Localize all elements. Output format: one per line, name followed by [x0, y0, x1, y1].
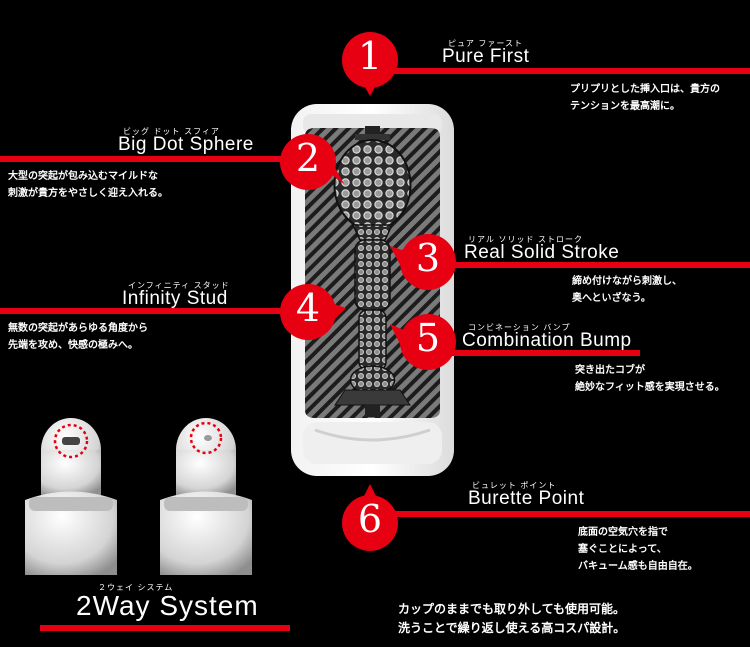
feature-2-desc: 大型の突起が包み込むマイルドな刺激が貴方をやさしく迎え入れる。	[8, 171, 168, 199]
leader-line-5	[445, 350, 640, 356]
leader-line-6	[390, 511, 750, 517]
badge-number-5: 5	[415, 316, 441, 360]
product-photo-right	[160, 418, 252, 575]
feature-1-title: Pure First	[442, 46, 530, 67]
badge-pin-5	[390, 314, 456, 370]
badge-number-1: 1	[357, 34, 383, 78]
product-cross-section	[291, 104, 454, 476]
product-photo-left	[25, 418, 117, 575]
badge-number-6: 6	[357, 497, 383, 541]
badge-pin-2	[280, 134, 344, 190]
feature-3-ruby: リアル ソリッド ストローク	[468, 235, 584, 244]
feature-4-ruby: インフィニティ スタッド	[128, 281, 230, 290]
twoway-desc: カップのままでも取り外しても使用可能。洗うことで繰り返し使える高コスパ設計。	[398, 602, 626, 635]
badge-pin-4	[280, 284, 346, 340]
feature-5-desc: 突き出たコブが絶妙なフィット感を実現させる。	[575, 365, 725, 393]
badge-pin-3	[390, 234, 456, 290]
leader-line-twoway	[40, 625, 290, 631]
twoway-title: 2Way System	[76, 590, 259, 621]
leader-line-3	[430, 262, 750, 268]
feature-4-title: Infinity Stud	[122, 288, 228, 309]
feature-2-title: Big Dot Sphere	[118, 134, 254, 155]
leader-line-2	[0, 156, 290, 162]
leader-line-1	[390, 68, 750, 74]
badge-pin-6	[342, 484, 398, 551]
badge-number-3: 3	[415, 236, 441, 280]
feature-1-ruby: ピュア ファースト	[448, 39, 523, 48]
feature-3-desc: 締め付けながら刺激し、奥へといざなう。	[572, 276, 682, 304]
feature-1-desc: プリプリとした挿入口は、貴方のテンションを最高潮に。	[570, 84, 720, 112]
feature-5-title: Combination Bump	[462, 330, 632, 351]
feature-3-title: Real Solid Stroke	[464, 242, 620, 263]
badge-number-2: 2	[295, 136, 321, 180]
badge-pin-1	[342, 32, 398, 96]
badge-number-4: 4	[295, 286, 321, 330]
feature-2-ruby: ビッグ ドット スフィア	[123, 127, 220, 136]
feature-6-ruby: ビュレット ポイント	[472, 481, 557, 490]
feature-5-ruby: コンビネーション バンプ	[468, 323, 571, 332]
feature-6-desc: 底面の空気穴を指で塞ぐことによって、バキューム感も自由自在。	[578, 527, 698, 572]
twoway-ruby: ２ウェイ システム	[98, 583, 174, 592]
feature-6-title: Burette Point	[468, 488, 585, 509]
leader-line-4	[0, 308, 290, 314]
feature-4-desc: 無数の突起があらゆる角度から先端を攻め、快感の極みへ。	[8, 323, 148, 351]
